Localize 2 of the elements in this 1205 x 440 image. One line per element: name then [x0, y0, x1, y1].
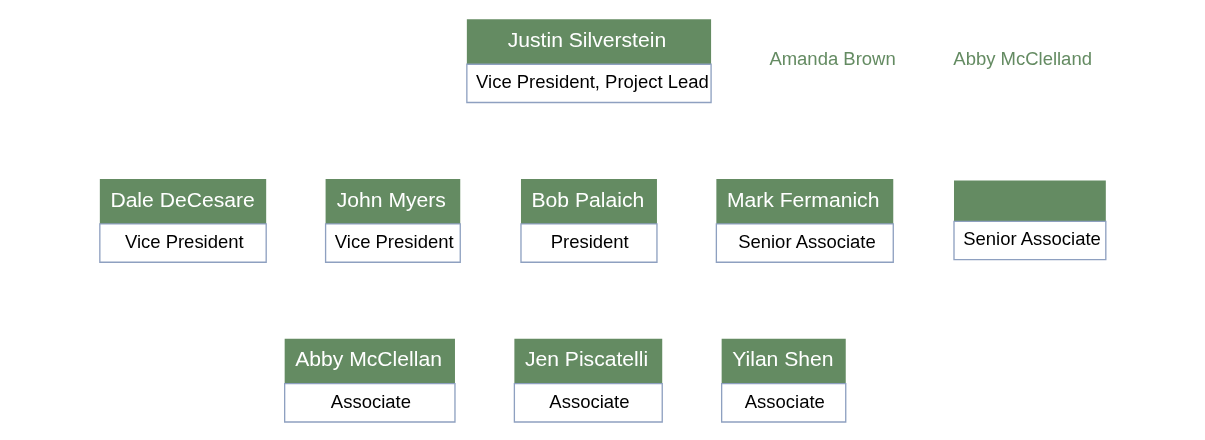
label: Abby McClelland: [953, 48, 1092, 70]
label: Amanda Brown: [769, 48, 896, 70]
